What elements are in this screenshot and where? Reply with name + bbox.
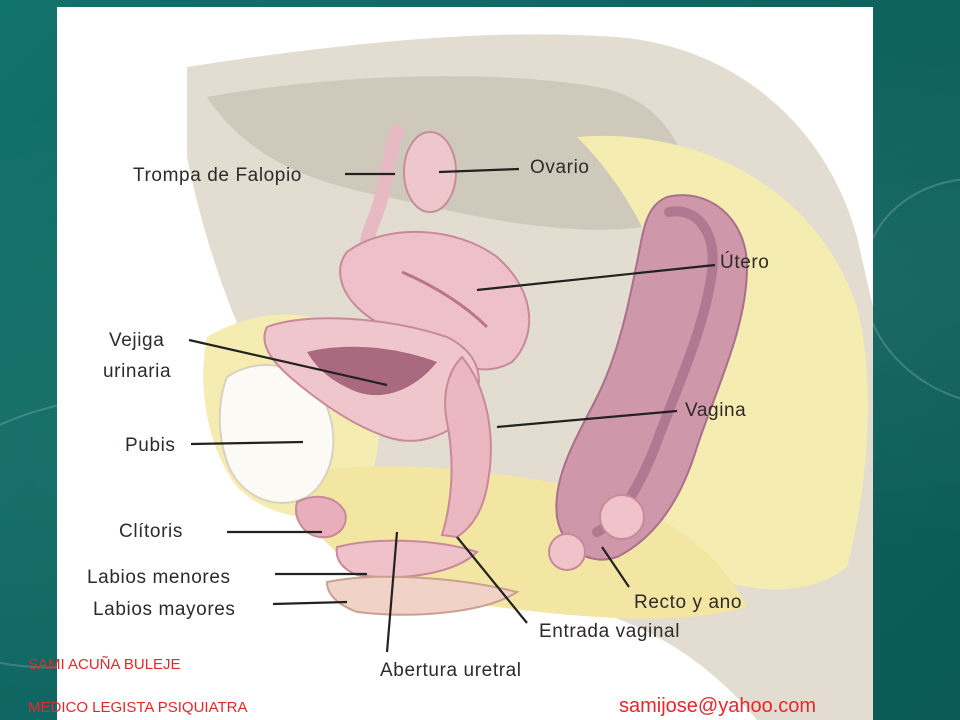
leader-line-entrada (456, 536, 528, 624)
anal-sphincter (548, 533, 586, 571)
labia-minora-shape (335, 539, 479, 579)
label-vagina: Vagina (685, 400, 747, 421)
leader-line-utero (476, 263, 716, 292)
label-clitoris: Clítoris (119, 521, 183, 542)
label-vejiga: Vejiga (109, 330, 165, 351)
leader-line-vejiga (188, 338, 388, 387)
author-email: samijose@yahoo.com (619, 695, 817, 717)
label-labios-menores: Labios menores (87, 567, 231, 588)
leader-line-recto (601, 546, 630, 588)
leader-line-ovario (438, 167, 520, 174)
leader-line-labios-mayores (272, 600, 348, 606)
uterus (339, 230, 531, 371)
rectum (555, 194, 749, 561)
label-labios-mayores: Labios mayores (93, 599, 236, 620)
author-name: SAMI ACUÑA BULEJE (28, 656, 181, 673)
label-recto-y-ano: Recto y ano (634, 592, 742, 613)
label-entrada-vaginal: Entrada vaginal (539, 621, 681, 642)
label-pubis: Pubis (125, 435, 176, 456)
anatomy-illustration: Trompa de Falopio Ovario Útero Vejiga ur… (57, 7, 873, 720)
leader-lines (188, 167, 716, 653)
anal-sphincter (599, 494, 645, 540)
bladder-lumen (307, 346, 437, 396)
label-urinaria: urinaria (103, 361, 172, 382)
clitoris-shape (295, 495, 347, 539)
vaginal-canal (440, 355, 492, 539)
label-abertura-uretral: Abertura uretral (380, 660, 522, 681)
anatomy-drawing (187, 34, 873, 720)
labia-majora-shape (325, 575, 520, 616)
leader-line-pubis (190, 440, 304, 446)
author-title: MEDICO LEGISTA PSIQUIATRA (28, 699, 248, 716)
leader-line-vagina (496, 409, 678, 429)
label-trompa-de-falopio: Trompa de Falopio (133, 165, 302, 186)
label-utero: Útero (720, 252, 770, 273)
label-ovario: Ovario (530, 157, 590, 178)
leader-line-abertura (385, 531, 399, 653)
uterine-cavity (401, 270, 489, 329)
